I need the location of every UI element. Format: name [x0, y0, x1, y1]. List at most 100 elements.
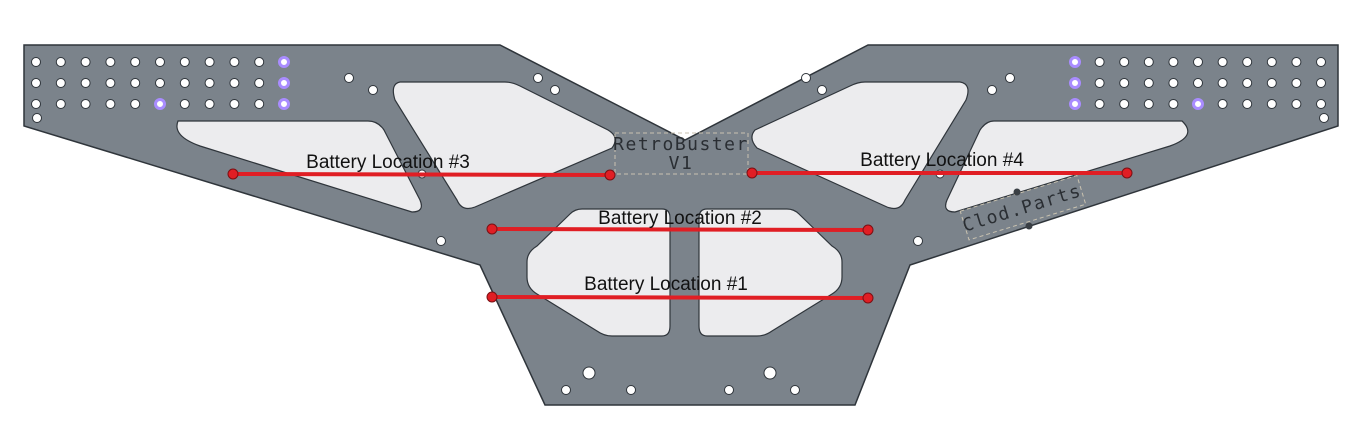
battery-line-3 — [231, 172, 612, 177]
alignment-marker-top — [1013, 188, 1021, 196]
mounting-hole-30 — [204, 99, 215, 109]
battery-line-3-end — [604, 169, 616, 181]
mounting-hole-28 — [154, 98, 166, 110]
model-name-text: RetroBuster — [613, 134, 749, 155]
battery-line-4-start — [746, 167, 758, 179]
mounting-hole-18 — [179, 78, 190, 88]
mounting-hole-7 — [179, 57, 190, 67]
mounting-hole-51 — [1217, 78, 1228, 88]
mounting-hole-10 — [254, 57, 265, 67]
mounting-hole-31 — [229, 99, 240, 109]
mounting-hole-33 — [278, 98, 290, 110]
mounting-hole-66 — [1316, 99, 1326, 109]
model-version-text: V1 — [669, 153, 694, 174]
mounting-hole-65 — [1291, 99, 1302, 109]
mounting-hole-34 — [1069, 56, 1081, 68]
mounting-hole-42 — [1266, 57, 1277, 67]
alignment-marker-bottom — [1025, 222, 1033, 230]
mounting-hole-63 — [1242, 99, 1253, 109]
mounting-hole-83 — [724, 385, 734, 395]
mounting-hole-23 — [31, 99, 41, 109]
mounting-hole-80 — [763, 366, 777, 380]
mounting-hole-39 — [1193, 57, 1203, 67]
mounting-hole-81 — [561, 385, 571, 395]
mounting-hole-12 — [31, 78, 41, 88]
mounting-hole-45 — [1069, 77, 1081, 89]
mounting-hole-19 — [204, 78, 215, 88]
mounting-hole-70 — [368, 85, 378, 95]
mounting-hole-49 — [1168, 78, 1179, 88]
maker-engraving-box — [959, 174, 1087, 241]
cutout-right-outer — [945, 120, 1189, 213]
mounting-hole-84 — [790, 385, 800, 395]
mounting-hole-78 — [913, 236, 923, 246]
mounting-hole-38 — [1168, 57, 1179, 67]
mounting-hole-50 — [1193, 78, 1203, 88]
mounting-hole-4 — [105, 57, 116, 67]
mounting-hole-47 — [1119, 78, 1130, 88]
battery-location-4: Battery Location #4 — [746, 150, 1133, 179]
mounting-hole-67 — [32, 113, 42, 123]
mounting-hole-21 — [254, 78, 265, 88]
mounting-hole-68 — [1319, 113, 1329, 123]
cutout-center-left — [526, 208, 671, 337]
battery-line-2-start — [486, 223, 498, 235]
mounting-hole-74 — [817, 85, 827, 95]
mounting-hole-77 — [436, 236, 446, 246]
mounting-hole-72 — [550, 85, 560, 95]
battery-label-2: Battery Location #2 — [598, 208, 762, 229]
mounting-hole-76 — [1005, 73, 1015, 83]
battery-locations: Battery Location #3 Battery Location #4 … — [227, 150, 1133, 304]
mounting-hole-41 — [1242, 57, 1253, 67]
mounting-hole-54 — [1291, 78, 1302, 88]
mounting-hole-52 — [1242, 78, 1253, 88]
mounting-hole-48 — [1143, 78, 1154, 88]
battery-label-3: Battery Location #3 — [306, 152, 470, 173]
mounting-hole-73 — [801, 73, 811, 83]
battery-label-1: Battery Location #1 — [584, 274, 748, 295]
mounting-hole-60 — [1168, 99, 1179, 109]
mounting-hole-75 — [987, 85, 997, 95]
battery-line-2 — [490, 227, 870, 232]
battery-location-2: Battery Location #2 — [486, 208, 874, 236]
mounting-hole-71 — [533, 73, 543, 83]
mounting-hole-43 — [1291, 57, 1302, 67]
mounting-hole-82 — [626, 385, 636, 395]
mounting-hole-26 — [105, 99, 116, 109]
battery-line-1 — [490, 295, 870, 300]
mounting-hole-56 — [1069, 98, 1081, 110]
mounting-hole-46 — [1094, 78, 1105, 88]
mounting-hole-9 — [229, 57, 240, 67]
cutout-left-inner — [392, 81, 616, 210]
mounting-hole-53 — [1266, 78, 1277, 88]
mounting-hole-25 — [80, 99, 91, 109]
model-engraving-box — [614, 132, 749, 175]
mounting-hole-44 — [1316, 57, 1326, 67]
mounting-hole-36 — [1119, 57, 1130, 67]
mounting-hole-16 — [130, 78, 141, 88]
cutout-right-inner — [751, 81, 969, 210]
mounting-hole-59 — [1143, 99, 1154, 109]
mounting-hole-8 — [204, 57, 215, 67]
cutout-left-outer — [176, 120, 422, 213]
mounting-hole-57 — [1094, 99, 1105, 109]
battery-line-1-end — [862, 292, 874, 304]
mounting-hole-55 — [1316, 78, 1326, 88]
mounting-hole-2 — [55, 57, 66, 67]
battery-location-3: Battery Location #3 — [227, 152, 616, 181]
mounting-hole-14 — [80, 78, 91, 88]
cutouts — [176, 81, 1189, 337]
battery-line-4-end — [1121, 167, 1133, 179]
mounting-hole-17 — [155, 78, 165, 88]
mounting-hole-40 — [1217, 57, 1228, 67]
mounting-hole-11 — [278, 56, 290, 68]
mounting-hole-58 — [1119, 99, 1130, 109]
mounting-hole-64 — [1266, 99, 1277, 109]
mounting-hole-15 — [105, 78, 116, 88]
mounting-hole-1 — [31, 57, 41, 67]
mounting-hole-37 — [1143, 57, 1154, 67]
mounting-hole-24 — [55, 99, 66, 109]
mounting-hole-22 — [278, 77, 290, 89]
mounting-hole-35 — [1094, 57, 1105, 67]
